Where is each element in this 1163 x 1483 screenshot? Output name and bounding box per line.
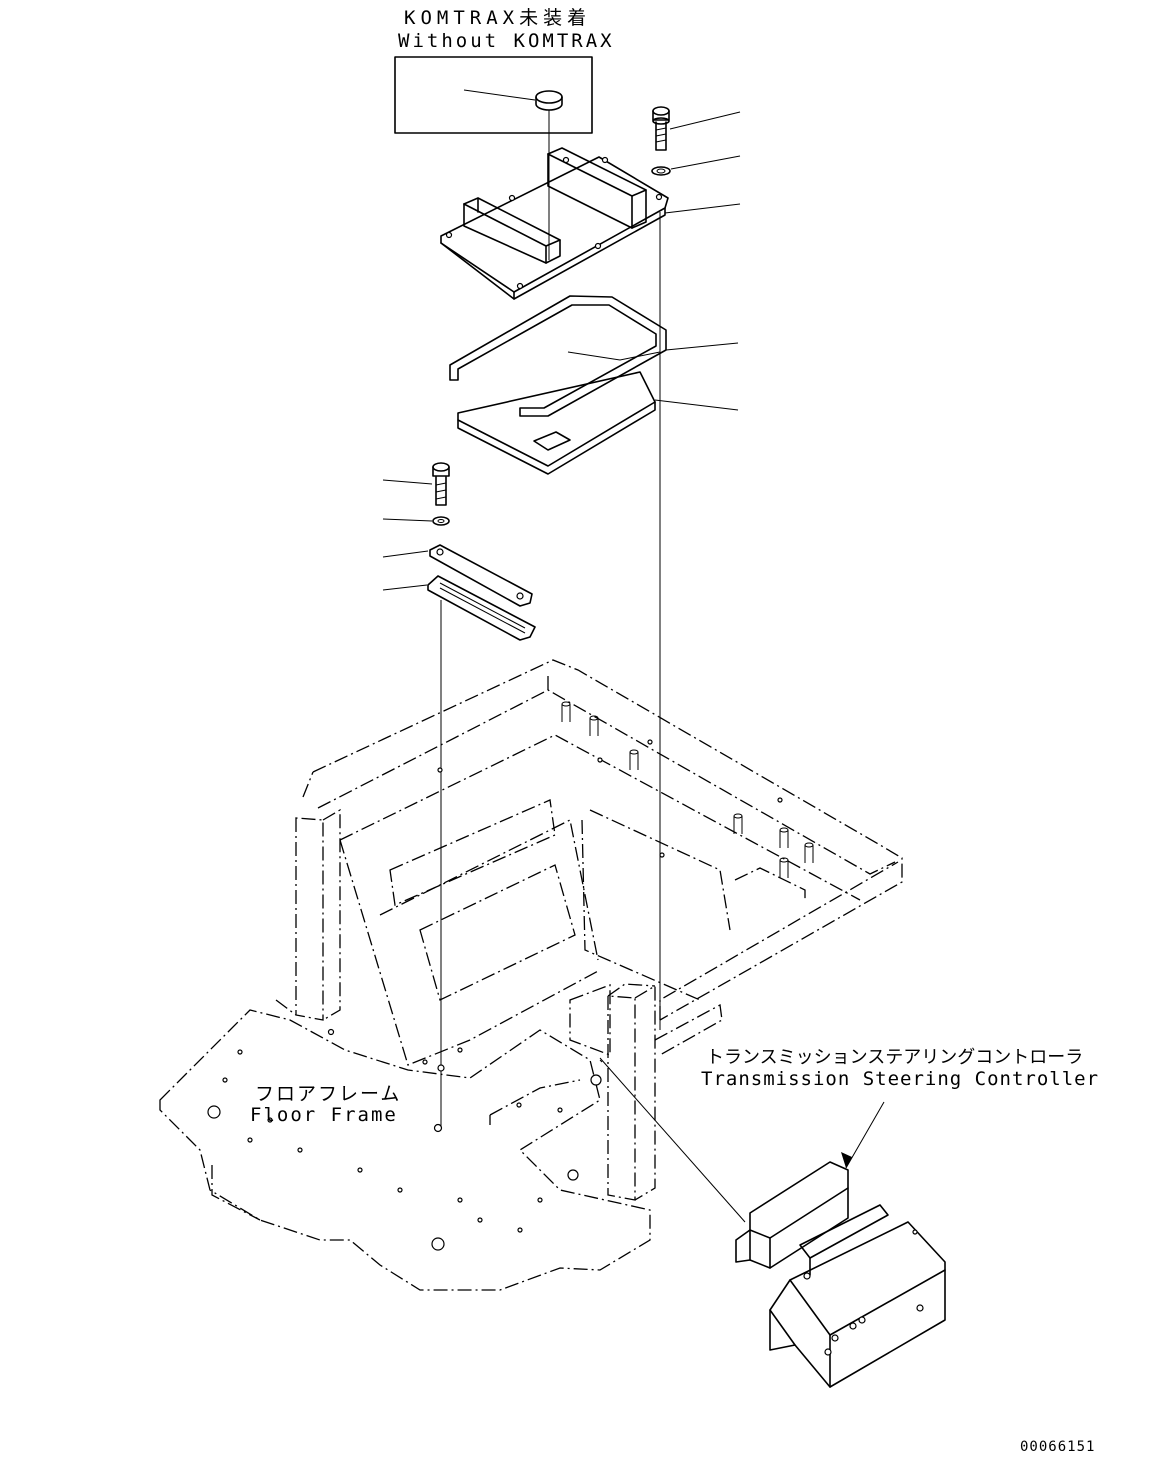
cap-plug [535, 90, 563, 111]
drawing-number: 00066151 [1020, 1439, 1096, 1455]
leader-line [665, 342, 739, 351]
bolt-lower [382, 462, 450, 506]
controller-unit [735, 1101, 946, 1388]
controller-label-jp: トランスミッションステアリングコントローラ [706, 1047, 1084, 1068]
leader-line [382, 584, 428, 591]
washer-top [651, 155, 741, 176]
leader-line [382, 479, 433, 485]
mounting-bracket [440, 147, 741, 300]
controller-label-en: Transmission Steering Controller [701, 1068, 1100, 1090]
cover-plate [457, 371, 739, 475]
bolt-top [652, 106, 741, 151]
komtrax-label-en: Without KOMTRAX [398, 30, 615, 52]
washer-lower [382, 516, 450, 526]
floor-frame-label-en: Floor Frame [250, 1104, 398, 1126]
floor-frame-label-jp: フロアフレーム [255, 1083, 402, 1105]
gasket-frame [449, 295, 739, 417]
rail-bracket [382, 575, 536, 641]
leader-line [382, 518, 433, 522]
leader-ends [599, 1059, 603, 1063]
leader-line [654, 399, 739, 411]
assembly-line [599, 1057, 746, 1223]
komtrax-detail-box [394, 56, 593, 134]
floor-frame-drawing [159, 659, 903, 1291]
pointer-arrow-shaft [845, 1101, 885, 1169]
leader-line [664, 203, 741, 214]
leader-line [463, 89, 536, 101]
leader-line [669, 111, 741, 130]
clamp-plate [382, 544, 533, 607]
leader-line [670, 155, 741, 170]
komtrax-label-jp: KOMTRAX未装着 [404, 7, 592, 29]
leader-line [382, 550, 429, 558]
pointer-arrowhead [841, 1152, 852, 1168]
